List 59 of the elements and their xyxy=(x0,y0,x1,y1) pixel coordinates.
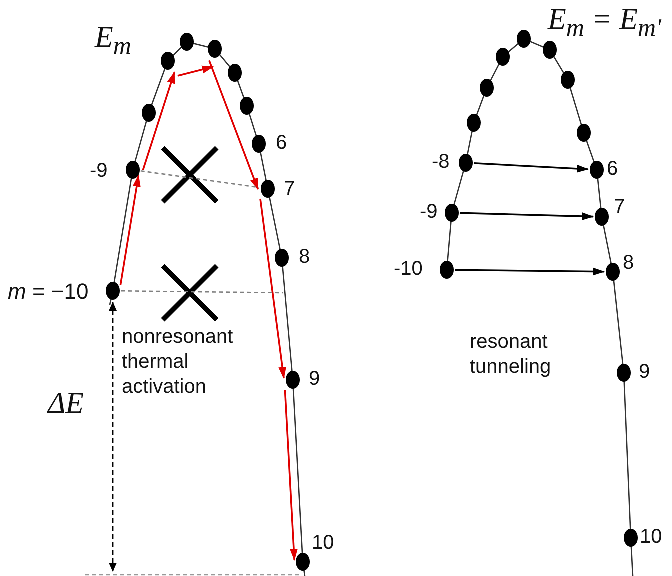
level-number: m = −10 xyxy=(8,281,89,303)
level-dot xyxy=(590,161,604,179)
level-dot xyxy=(561,71,575,89)
level-dot xyxy=(467,114,481,132)
level-dot xyxy=(624,529,638,547)
level-number: 7 xyxy=(284,178,296,200)
arrow xyxy=(474,162,589,173)
level-number: 9 xyxy=(639,361,650,383)
level-number: 10 xyxy=(640,526,662,548)
level-dot xyxy=(208,40,222,58)
dashed-line xyxy=(140,170,260,188)
level-dot xyxy=(126,161,140,179)
level-dot xyxy=(606,263,620,281)
arrow xyxy=(208,60,260,190)
resonance-condition: E$_{m}$ = E$_{m'}$ xyxy=(548,4,662,44)
level-number: 6 xyxy=(276,132,288,154)
level-number: -9 xyxy=(90,160,108,182)
process-label: resonant tunneling xyxy=(470,330,552,380)
level-number: 6 xyxy=(607,158,618,180)
level-dot xyxy=(296,553,310,571)
level-number: -8 xyxy=(432,151,450,173)
energy-symbol: E$_{m}$ xyxy=(95,22,132,62)
level-dot xyxy=(543,41,557,59)
level-dot xyxy=(275,249,289,267)
level-dot xyxy=(459,154,473,172)
arrow xyxy=(284,390,298,561)
level-dot xyxy=(180,33,194,51)
process-label: nonresonant thermal activation xyxy=(122,325,234,400)
level-dot xyxy=(595,208,609,226)
level-dot xyxy=(440,261,454,279)
level-dot xyxy=(577,124,591,142)
level-dot xyxy=(106,282,120,300)
level-dot xyxy=(480,79,494,97)
level-number: 10 xyxy=(312,532,334,554)
level-dot xyxy=(261,180,275,198)
level-dot xyxy=(252,135,266,153)
level-number: 8 xyxy=(299,246,310,268)
level-dot xyxy=(496,48,510,66)
dashed-line xyxy=(121,290,283,294)
arrow xyxy=(120,174,141,286)
level-dot xyxy=(161,52,175,70)
level-number: 9 xyxy=(309,368,320,390)
arrow xyxy=(178,66,214,77)
arrow xyxy=(454,268,605,276)
barrier-height-symbol: ΔE xyxy=(48,388,84,420)
level-number: 8 xyxy=(623,252,634,274)
level-dot xyxy=(517,30,531,48)
level-dot xyxy=(445,204,459,222)
level-dot xyxy=(240,97,254,115)
level-number: 7 xyxy=(614,196,626,218)
arrow xyxy=(260,198,287,380)
level-dot xyxy=(142,104,156,122)
level-dot xyxy=(286,371,300,389)
arrow xyxy=(460,212,594,220)
level-dot xyxy=(228,64,242,82)
level-dot xyxy=(617,364,631,382)
level-number: -9 xyxy=(420,201,438,223)
arrow xyxy=(142,72,176,170)
level-number: -10 xyxy=(394,258,423,280)
